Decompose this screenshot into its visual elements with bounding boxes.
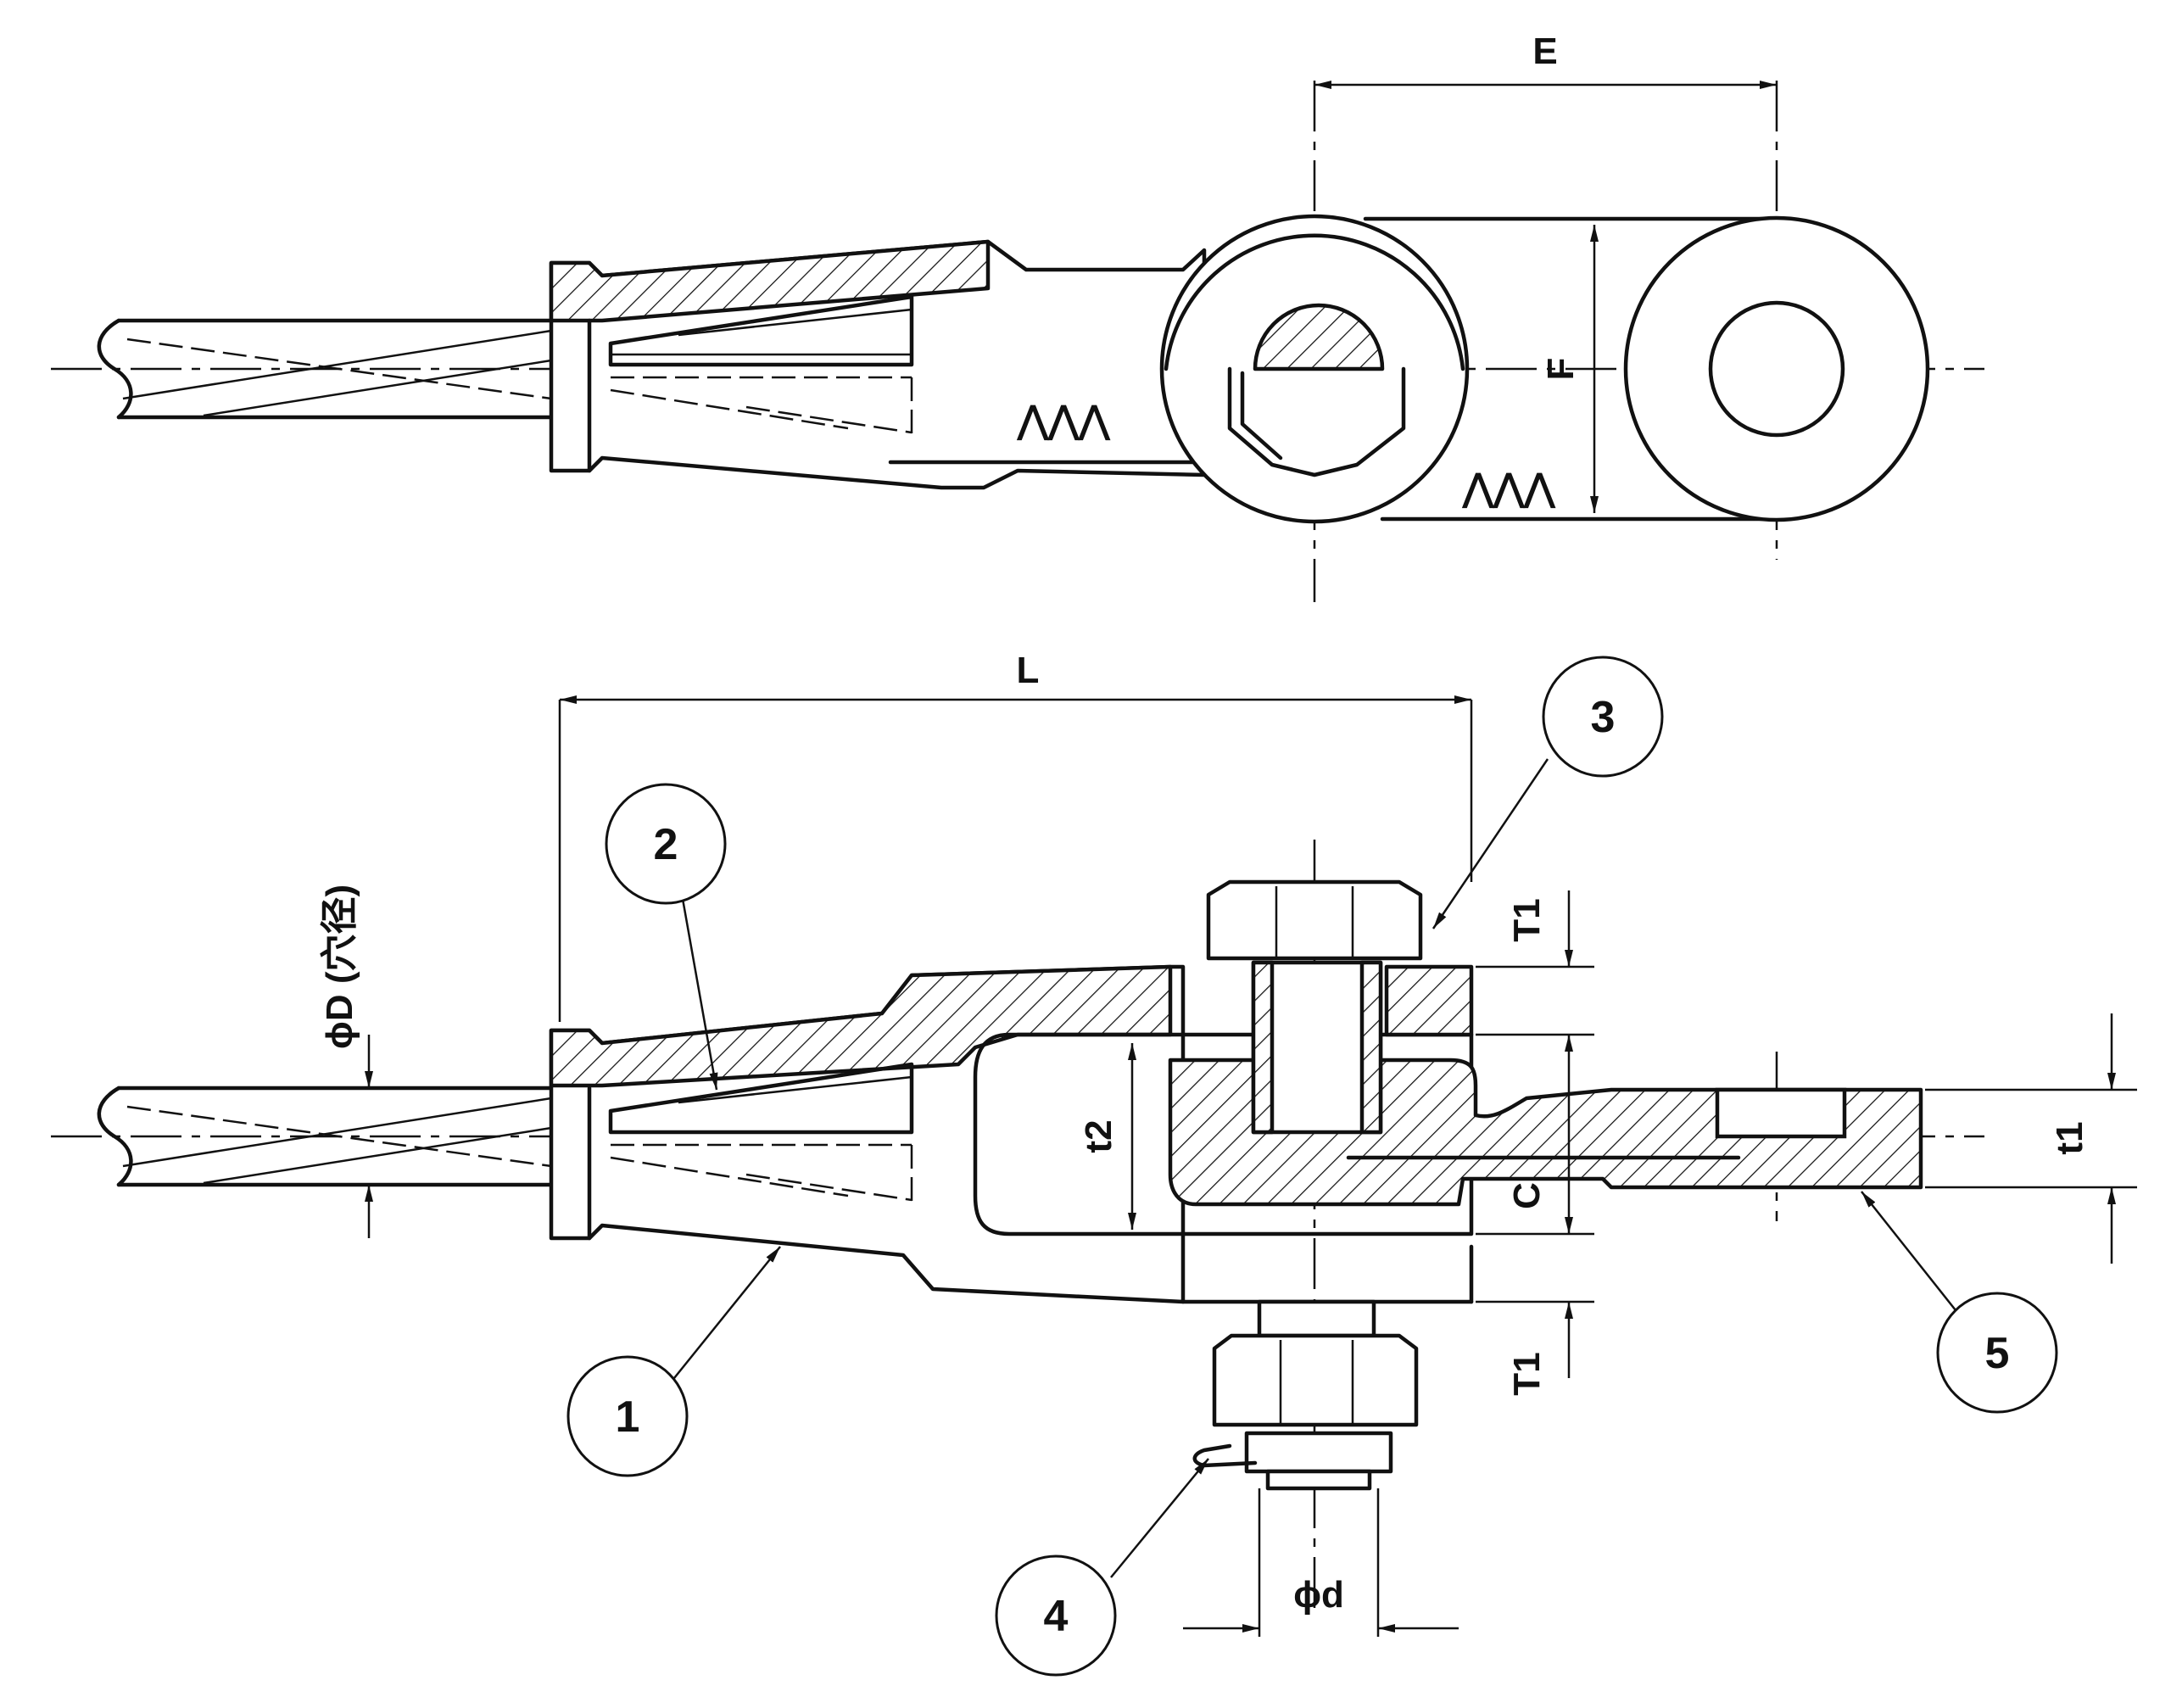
dim-L: L xyxy=(558,650,1473,1022)
balloon-4-label: 4 xyxy=(1044,1592,1069,1641)
dim-T1-top-label: T1 xyxy=(1506,898,1548,941)
balloon-1: 1 xyxy=(566,1246,781,1477)
balloon-3: 3 xyxy=(1432,656,1664,929)
eye-left-top xyxy=(1159,214,1470,524)
dim-t2-label: t2 xyxy=(1078,1119,1119,1153)
dim-phid-label: ϕd xyxy=(1293,1574,1344,1616)
balloon-5: 5 xyxy=(1861,1191,2058,1414)
balloon-2-label: 2 xyxy=(654,820,678,869)
socket-body-top: ⋀⋀⋀ xyxy=(549,239,1207,490)
balloon-5-label: 5 xyxy=(1985,1329,2010,1378)
dim-E-label: E xyxy=(1532,31,1557,72)
dim-C-label: C xyxy=(1506,1182,1548,1209)
dim-phid: ϕd xyxy=(1183,1488,1459,1637)
dim-F-label: F xyxy=(1540,358,1582,381)
bolt-item-3 xyxy=(1206,879,1474,1135)
maker-logo-top-left: ⋀⋀⋀ xyxy=(1016,399,1111,441)
dim-F: F xyxy=(1540,225,1599,513)
dim-phiD: ϕD (穴径) xyxy=(319,885,551,1238)
balloon-1-label: 1 xyxy=(616,1393,640,1442)
balloon-4: 4 xyxy=(995,1458,1209,1677)
dim-L-label: L xyxy=(1017,650,1040,691)
dim-phiD-label: ϕD (穴径) xyxy=(319,885,360,1049)
dim-t1: t1 xyxy=(1925,1013,2137,1264)
top-view: ⋀⋀⋀ ⋀⋀⋀ E F xyxy=(51,31,1984,602)
dim-E: E xyxy=(1314,31,1777,89)
nut-item-4 xyxy=(1192,1299,1419,1491)
maker-logo-top-right: ⋀⋀⋀ xyxy=(1461,467,1556,509)
balloon-3-label: 3 xyxy=(1591,693,1616,742)
bottom-view: L ϕD (穴径) t2 T1 C T1 xyxy=(51,650,2137,1677)
balloon-2: 2 xyxy=(605,783,727,1091)
wire-rope-top xyxy=(97,318,554,420)
dim-t1-label: t1 xyxy=(2049,1121,2090,1154)
dim-T1-C-stack: T1 C T1 xyxy=(1476,890,1594,1396)
dim-t2: t2 xyxy=(1078,1043,1136,1230)
dim-T1-bottom-label: T1 xyxy=(1506,1352,1548,1395)
link-plate-top: ⋀⋀⋀ xyxy=(1363,215,1930,522)
